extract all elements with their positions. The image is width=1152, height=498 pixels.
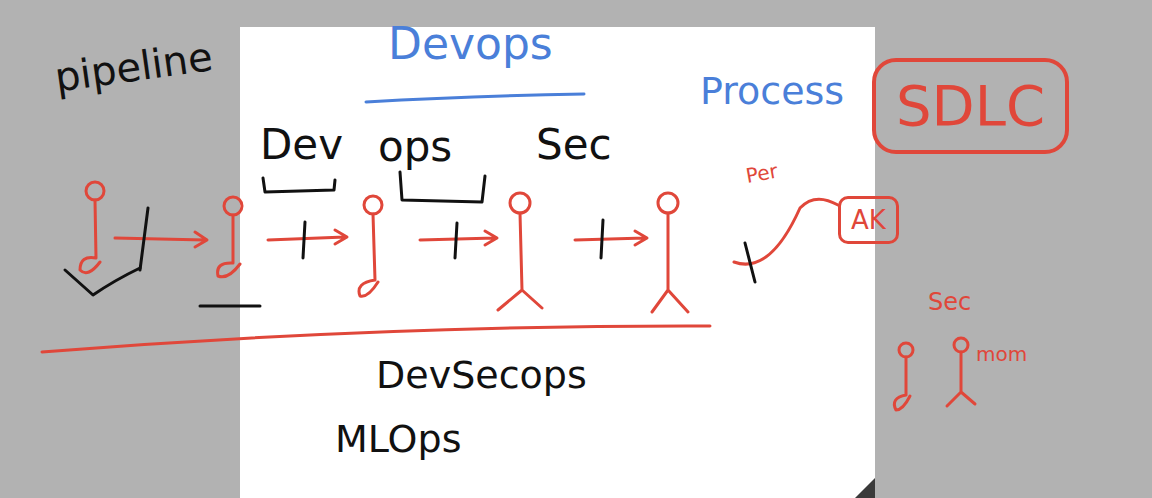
term-word: Sec	[536, 124, 612, 166]
title-word: Devops	[388, 22, 553, 66]
term-word: Dev	[260, 124, 343, 166]
box-text: SDLC	[896, 78, 1045, 134]
term-word: DevSecops	[376, 356, 587, 394]
highlight-box: SDLC	[872, 58, 1069, 154]
annotation: Sec	[928, 290, 971, 314]
term-word: MLOps	[335, 420, 461, 458]
annotation: mom	[976, 344, 1027, 364]
heading-note: Process	[700, 72, 844, 110]
annotation: Per	[744, 161, 779, 186]
heading-note: pipeline	[52, 36, 215, 98]
term-word: ops	[378, 126, 452, 168]
highlight-box: AK	[838, 196, 899, 244]
box-text: AK	[851, 207, 886, 233]
